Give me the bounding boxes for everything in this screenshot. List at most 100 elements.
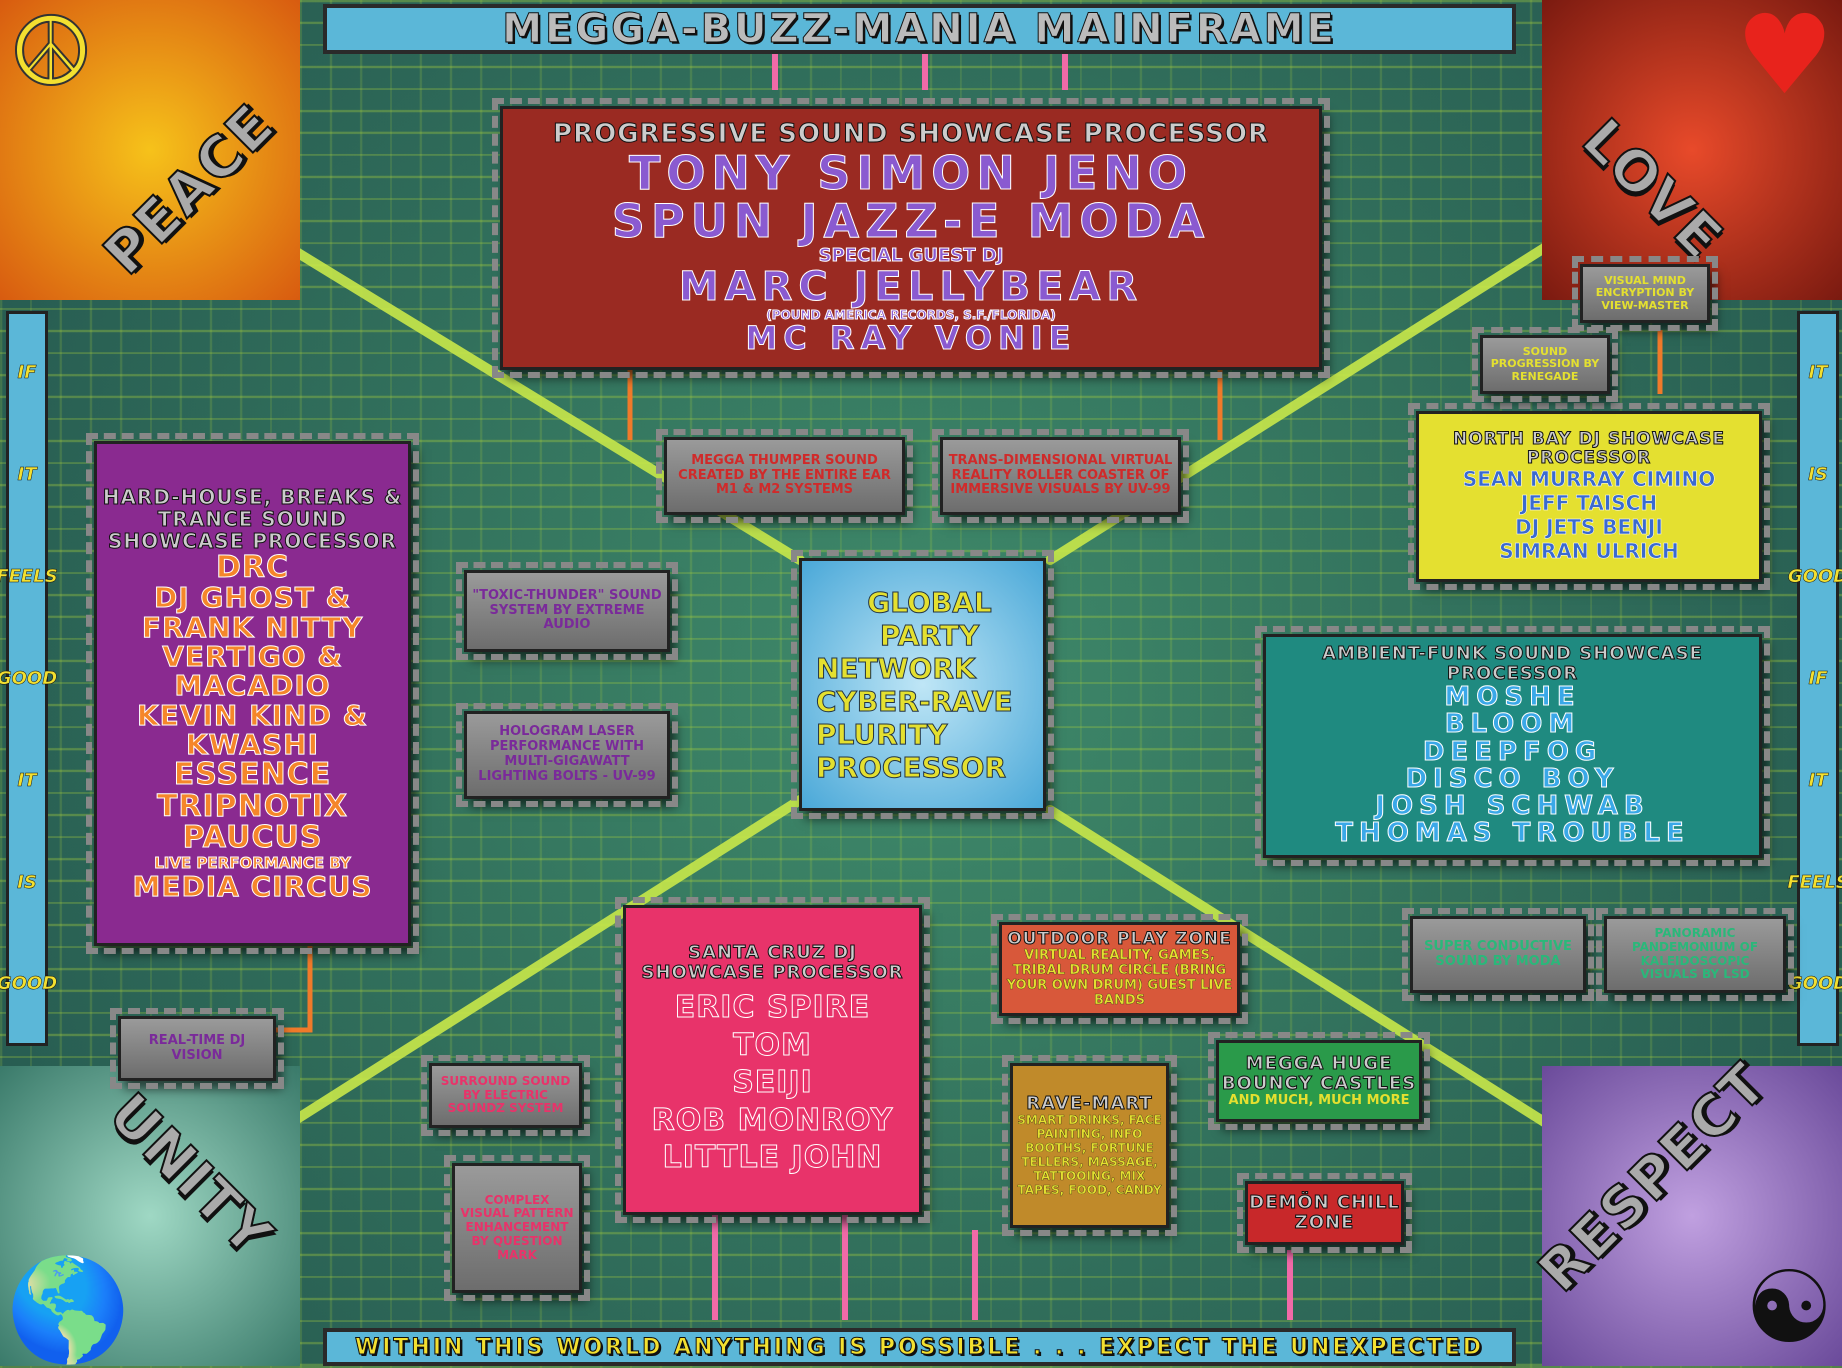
section-heading: AMBIENT-FUNK SOUND SHOWCASE PROCESSOR (1322, 643, 1703, 685)
text-item: GOOD (1787, 566, 1842, 588)
text-item: IF (17, 362, 37, 384)
text-item: GOOD (0, 667, 58, 690)
section-heading: HARD-HOUSE, BREAKS & TRANCE SOUND SHOWCA… (102, 484, 403, 553)
text-item: IT (1808, 362, 1828, 384)
text-item: IT (1808, 769, 1828, 792)
chip-sound-progression: SOUND PROGRESSION BY RENEGADE (1472, 327, 1618, 402)
chip-complex-visual: COMPLEX VISUAL PATTERN ENHANCEMENT BY QU… (444, 1155, 590, 1301)
text-item: ERIC SPIRE (674, 990, 871, 1026)
text-item: MOSHE (1444, 681, 1581, 712)
northbay-processor: NORTH BAY DJ SHOWCASE PROCESSOR SEAN MUR… (1408, 403, 1770, 590)
text-item: IF (1808, 667, 1828, 690)
text-item: DRC (215, 549, 290, 585)
chip-hologram: HOLOGRAM LASER PERFORMANCE WITH MULTI-GI… (456, 703, 678, 807)
outdoor-details: VIRTUAL REALITY, GAMES, TRIBAL DRUM CIRC… (1006, 948, 1233, 1009)
text-item: SEAN MURRAY CIMINO (1462, 467, 1716, 492)
text-item: NETWORK (816, 651, 977, 685)
text-item: FEELS (0, 566, 58, 588)
title: MEGGA-BUZZ-MANIA MAINFRAME (502, 6, 1337, 53)
text-item: JEFF TAISCH (1520, 491, 1658, 516)
hardhouse-processor: HARD-HOUSE, BREAKS & TRANCE SOUND SHOWCA… (86, 433, 419, 954)
progressive-processor: PROGRESSIVE SOUND SHOWCASE PROCESSOR TON… (492, 98, 1330, 378)
text-item: TRIPNOTIX (156, 788, 349, 824)
text-item: SEIJI (732, 1065, 813, 1101)
text-item: IS (17, 871, 37, 893)
chip-super-conductive: SUPER CONDUCTIVE SOUND BY MODA (1402, 908, 1594, 1001)
corner-label: RESPECT (1526, 1050, 1782, 1306)
text-item: ESSENCE (173, 757, 332, 793)
text-item: THOMAS TROUBLE (1335, 818, 1690, 849)
text-item: IS (1808, 464, 1828, 486)
chip-transdimensional: TRANS-DIMENSIONAL VIRTUAL REALITY ROLLER… (932, 429, 1189, 523)
peace-icon: ☮ (7, 0, 95, 108)
rave-mart: RAVE-MART SMART DRINKS, FACE PAINTING, I… (1002, 1055, 1177, 1236)
chip-panoramic: PANORAMIC PANDEMONIUM OF KALEIDOSCOPIC V… (1596, 908, 1794, 1001)
text-item: GOOD (0, 973, 58, 995)
section-heading: PROGRESSIVE SOUND SHOWCASE PROCESSOR (553, 119, 1269, 150)
chip-toxic-thunder: "TOXIC-THUNDER" SOUND SYSTEM BY EXTREME … (456, 562, 678, 660)
corner-peace: ☮ PEACE (0, 0, 300, 300)
bouncy-castles: MEGGA HUGE BOUNCY CASTLES AND MUCH, MUCH… (1208, 1032, 1430, 1130)
guest-label: SPECIAL GUEST DJ (818, 245, 1004, 267)
chip-visual-mind: VISUAL MIND ENCRYPTION BY VIEW-MASTER (1572, 256, 1718, 331)
side-slogan-left: IF IT FEELS GOOD IT IS GOOD (0, 311, 58, 1046)
live-label: LIVE PERFORMANCE BY (154, 853, 352, 872)
footer-tagline: WITHIN THIS WORLD ANYTHING IS POSSIBLE .… (354, 1334, 1485, 1360)
corner-love: ♥ LOVE (1542, 0, 1842, 300)
corner-label: LOVE (1568, 106, 1736, 274)
santacruz-processor: SANTA CRUZ DJ SHOWCASE PROCESSOR ERIC SP… (615, 897, 930, 1223)
ravemart-details: SMART DRINKS, FACE PAINTING, INFO BOOTHS… (1017, 1113, 1162, 1198)
text-item: FEELS (1787, 871, 1842, 893)
text-item: IT (17, 769, 37, 792)
text-item: LITTLE JOHN (662, 1140, 883, 1176)
corner-respect: ☯ RESPECT (1526, 1050, 1842, 1366)
section-heading: NORTH BAY DJ SHOWCASE PROCESSOR (1453, 428, 1725, 468)
yin-yang-icon: ☯ (1744, 1249, 1834, 1366)
chip-thumper: MEGGA THUMPER SOUND CREATED BY THE ENTIR… (656, 429, 913, 523)
text-item: GOOD (1787, 973, 1842, 995)
guest-dj: MARC JELLYBEAR (678, 264, 1144, 311)
text-item: PROCESSOR (816, 750, 1007, 784)
text-item: DEEPFOG (1422, 736, 1603, 767)
section-heading: SANTA CRUZ DJ SHOWCASE PROCESSOR (641, 942, 904, 984)
text-item: PLURITY (815, 717, 948, 751)
text-item: DJ JETS BENJI (1515, 515, 1663, 540)
title-bar: MEGGA-BUZZ-MANIA MAINFRAME (323, 4, 1516, 54)
text-item: GLOBAL PARTY (867, 585, 992, 652)
dj-row: SPUN JAZZ-E MODA (611, 194, 1211, 248)
corner-label: UNITY (95, 1080, 286, 1271)
text-item: VERTIGO & MACADIO (162, 639, 343, 703)
corner-unity: 🌎 UNITY (0, 1066, 300, 1366)
section-heading: MEGGA HUGE BOUNCY CASTLES (1221, 1052, 1417, 1094)
text-item: IT (17, 464, 37, 486)
castles-details: AND MUCH, MUCH MORE (1228, 1093, 1410, 1109)
section-heading: OUTDOOR PLAY ZONE (1007, 928, 1232, 949)
heart-icon: ♥ (1735, 0, 1834, 119)
section-heading: DEMÖN CHILL ZONE (1249, 1192, 1400, 1233)
live-act: MEDIA CIRCUS (132, 869, 373, 903)
text-item: PAUCUS (182, 820, 323, 856)
text-item: JOSH SCHWAB (1375, 791, 1650, 822)
text-item: DJ GHOST & FRANK NITTY (141, 581, 364, 644)
text-item: ROB MONROY (651, 1102, 894, 1138)
chill-zone: DEMÖN CHILL ZONE (1237, 1173, 1412, 1253)
section-heading: RAVE-MART (1026, 1092, 1153, 1114)
text-item: KEVIN KIND & KWASHI (136, 698, 369, 762)
side-slogan-right: IT IS GOOD IF IT FEELS GOOD (1787, 311, 1842, 1046)
text-item: TOM (733, 1027, 812, 1063)
footer-bar: WITHIN THIS WORLD ANYTHING IS POSSIBLE .… (323, 1328, 1516, 1366)
guest-note: (POUND AMERICA RECORDS, S.F./FLORIDA) (766, 308, 1056, 323)
text-item: SIMRAN ULRICH (1499, 539, 1679, 564)
chip-realtime-vision: REAL-TIME DJ VISION (110, 1008, 284, 1089)
text-item: CYBER-RAVE (816, 684, 1014, 718)
text-item: DISCO BOY (1405, 763, 1620, 794)
mc: MC RAY VONIE (745, 319, 1077, 358)
outdoor-play-zone: OUTDOOR PLAY ZONE VIRTUAL REALITY, GAMES… (991, 914, 1248, 1024)
ambient-processor: AMBIENT-FUNK SOUND SHOWCASE PROCESSOR MO… (1255, 626, 1770, 866)
chip-surround-sound: SURROUND SOUND BY ELECTRIC SOUNDZ SYSTEM (421, 1055, 590, 1136)
corner-label: PEACE (91, 91, 289, 289)
globe-icon: 🌎 (6, 1251, 131, 1368)
text-item: BLOOM (1444, 709, 1581, 740)
dj-row: TONY SIMON JENO (628, 145, 1194, 200)
